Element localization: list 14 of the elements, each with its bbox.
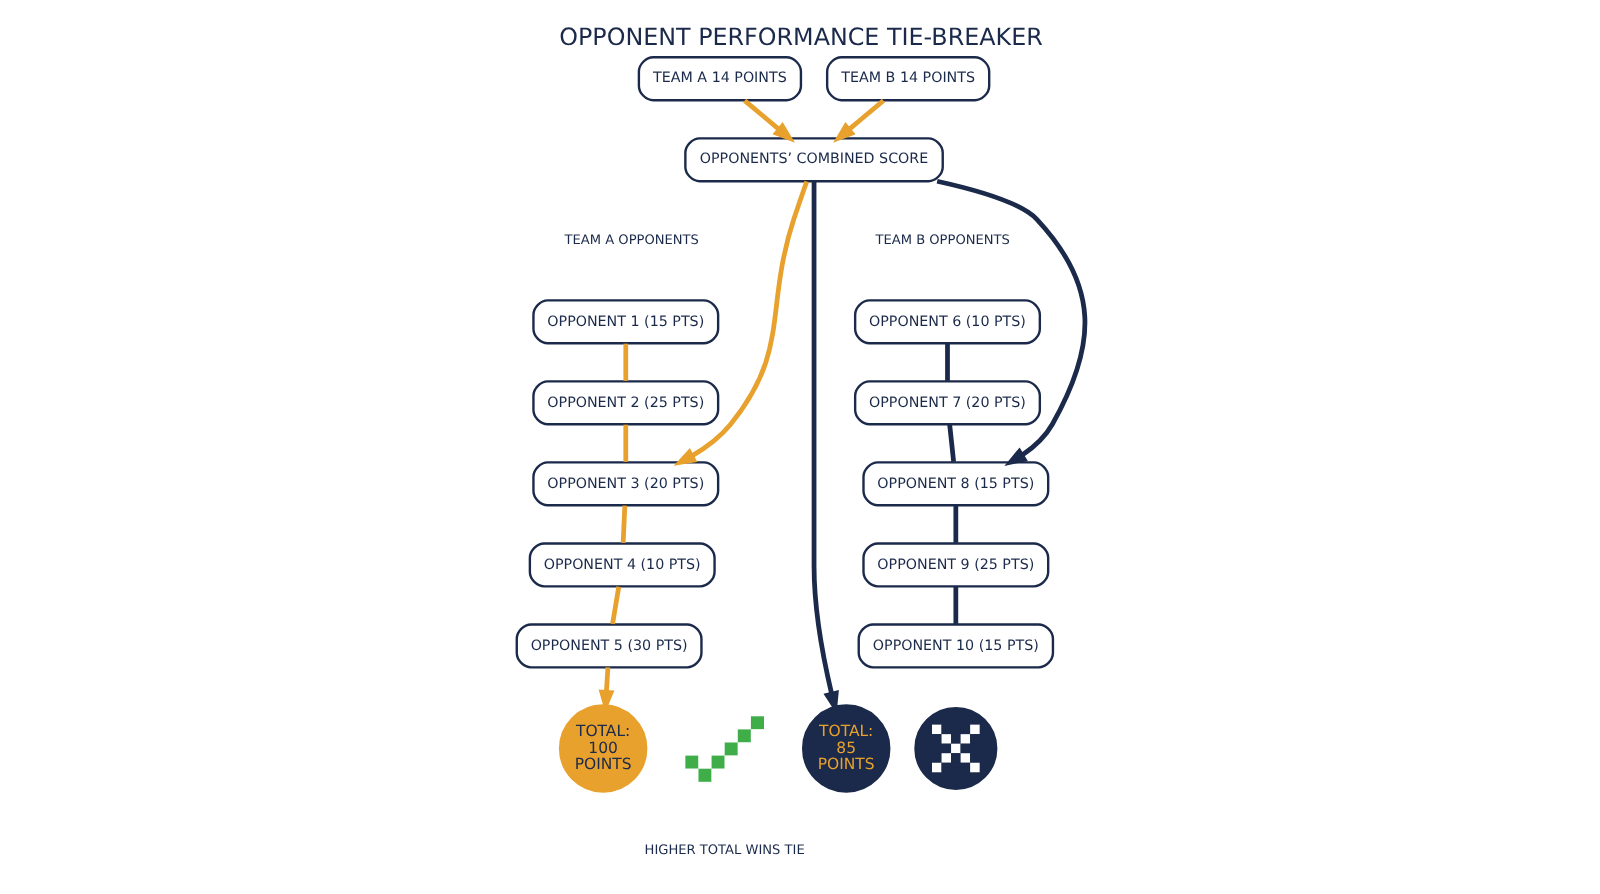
arrow <box>742 98 795 143</box>
arrow <box>672 180 808 466</box>
connector <box>609 586 621 625</box>
connector <box>952 505 958 543</box>
connector <box>622 343 628 381</box>
connector <box>622 424 628 462</box>
connector <box>619 505 627 543</box>
connector <box>952 586 958 624</box>
node-cross <box>913 706 997 790</box>
connector <box>946 424 955 463</box>
connector <box>944 343 949 381</box>
diagram-title: OPPONENT PERFORMANCE TIE-BREAKER <box>558 23 1042 52</box>
arrow <box>832 98 884 143</box>
arrow <box>935 178 1087 466</box>
